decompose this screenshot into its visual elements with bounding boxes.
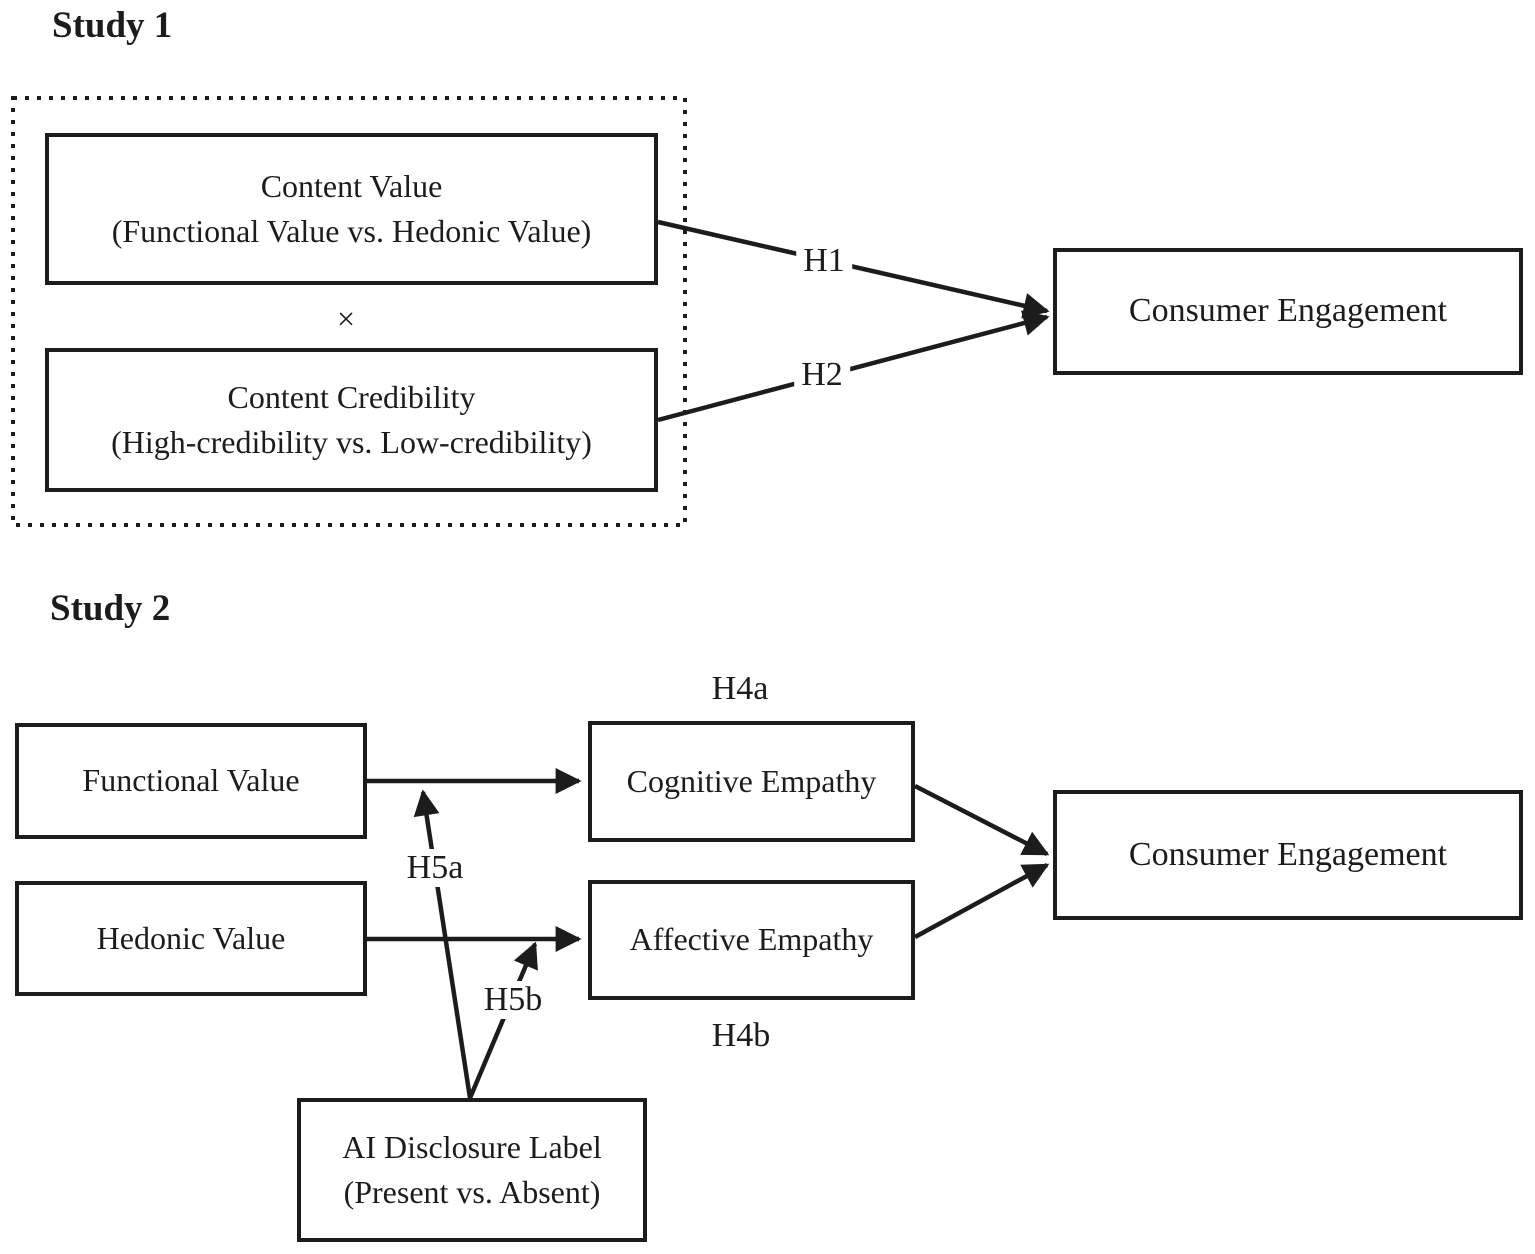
study1-consumer-engagement-label: Consumer Engagement xyxy=(1128,292,1448,330)
h1-path-label: H1 xyxy=(796,242,852,280)
study1-consumer-engagement-box: Consumer Engagement xyxy=(1053,248,1523,375)
content-value-subtitle: (Functional Value vs. Hedonic Value) xyxy=(111,213,592,249)
content-credibility-box: Content Credibility (High-credibility vs… xyxy=(45,348,658,492)
hedonic-value-label: Hedonic Value xyxy=(96,919,286,956)
study2-consumer-engagement-box: Consumer Engagement xyxy=(1053,790,1523,920)
content-value-title: Content Value xyxy=(260,167,443,204)
cognitive-empathy-box: Cognitive Empathy xyxy=(588,721,915,842)
h5b-moderation-arrow xyxy=(467,941,538,1099)
cognitive-empathy-label: Cognitive Empathy xyxy=(626,762,877,799)
ai-disclosure-title: AI Disclosure Label xyxy=(342,1128,602,1165)
h4a-path-label: H4a xyxy=(711,670,769,707)
content-credibility-title: Content Credibility xyxy=(227,378,476,415)
affective-empathy-box: Affective Empathy xyxy=(588,880,915,1000)
h5b-path-label: H5b xyxy=(476,981,550,1019)
hedonic-value-box: Hedonic Value xyxy=(15,881,367,996)
affective-empathy-label: Affective Empathy xyxy=(629,921,874,958)
h5a-moderation-arrow xyxy=(413,789,473,1099)
interaction-times-symbol: × xyxy=(336,300,356,337)
functional-value-label: Functional Value xyxy=(82,762,300,799)
study1-title: Study 1 xyxy=(52,5,173,46)
h2-arrow xyxy=(657,310,1050,423)
h2-path-label: H2 xyxy=(794,356,850,394)
h4b-path-label: H4b xyxy=(711,1017,771,1054)
content-value-box: Content Value (Functional Value vs. Hedo… xyxy=(45,133,658,285)
affective-to-engagement-arrow xyxy=(913,863,1050,939)
cognitive-to-engagement-arrow xyxy=(913,783,1050,857)
ai-disclosure-label-box: AI Disclosure Label (Present vs. Absent) xyxy=(297,1098,647,1242)
study2-title: Study 2 xyxy=(50,588,171,629)
study1-interaction-frame xyxy=(11,96,687,527)
functional-value-box: Functional Value xyxy=(15,723,367,839)
ai-disclosure-subtitle: (Present vs. Absent) xyxy=(343,1174,601,1210)
h1-arrow xyxy=(657,219,1050,319)
content-credibility-subtitle: (High-credibility vs. Low-credibility) xyxy=(111,424,592,460)
h5a-path-label: H5a xyxy=(399,849,471,887)
study2-consumer-engagement-label: Consumer Engagement xyxy=(1128,835,1448,873)
